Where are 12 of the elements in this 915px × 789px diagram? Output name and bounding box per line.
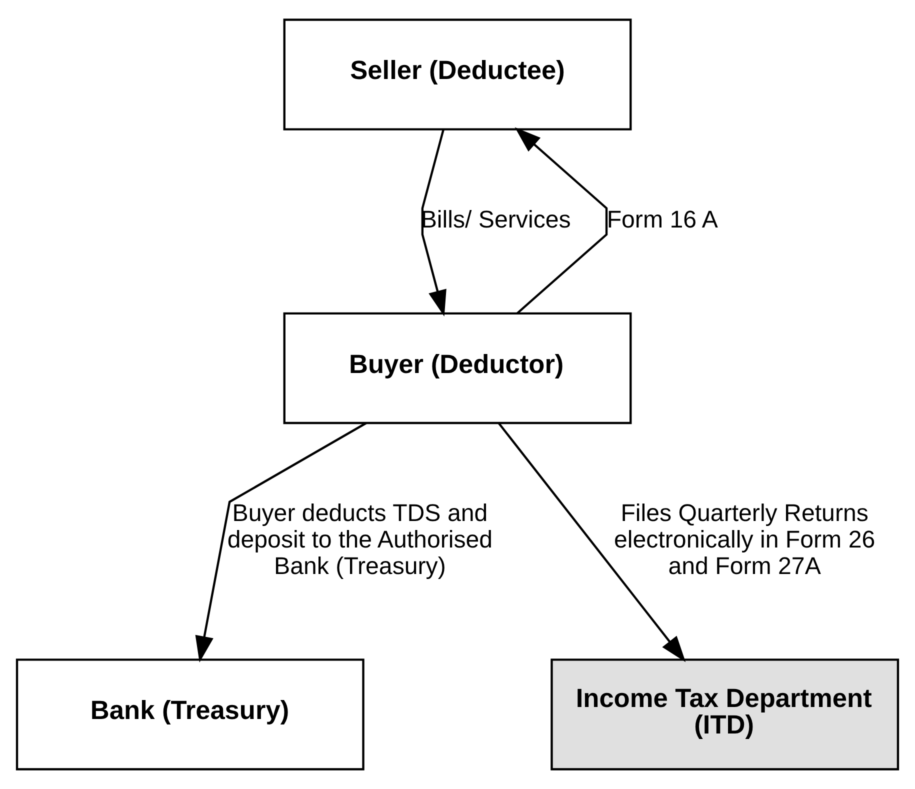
node-box: Seller (Deductee) xyxy=(283,18,632,130)
arrow xyxy=(195,422,367,662)
arrow xyxy=(514,127,608,314)
node-box: Bank (Treasury) xyxy=(16,658,364,770)
arrow xyxy=(498,422,686,662)
node-box: Income Tax Department (ITD) xyxy=(550,658,900,770)
edge-label: Form 16 A xyxy=(606,206,718,234)
node-box: Buyer (Deductor) xyxy=(283,312,632,424)
edge-label: Buyer deducts TDS and deposit to the Authorised Bank (Treasury) xyxy=(227,500,493,580)
edge-label: Bills/ Services xyxy=(420,206,571,234)
arrow xyxy=(421,129,446,316)
edge-label: Files Quarterly Returns electronically in Form 26 and Form 27A xyxy=(614,500,876,580)
